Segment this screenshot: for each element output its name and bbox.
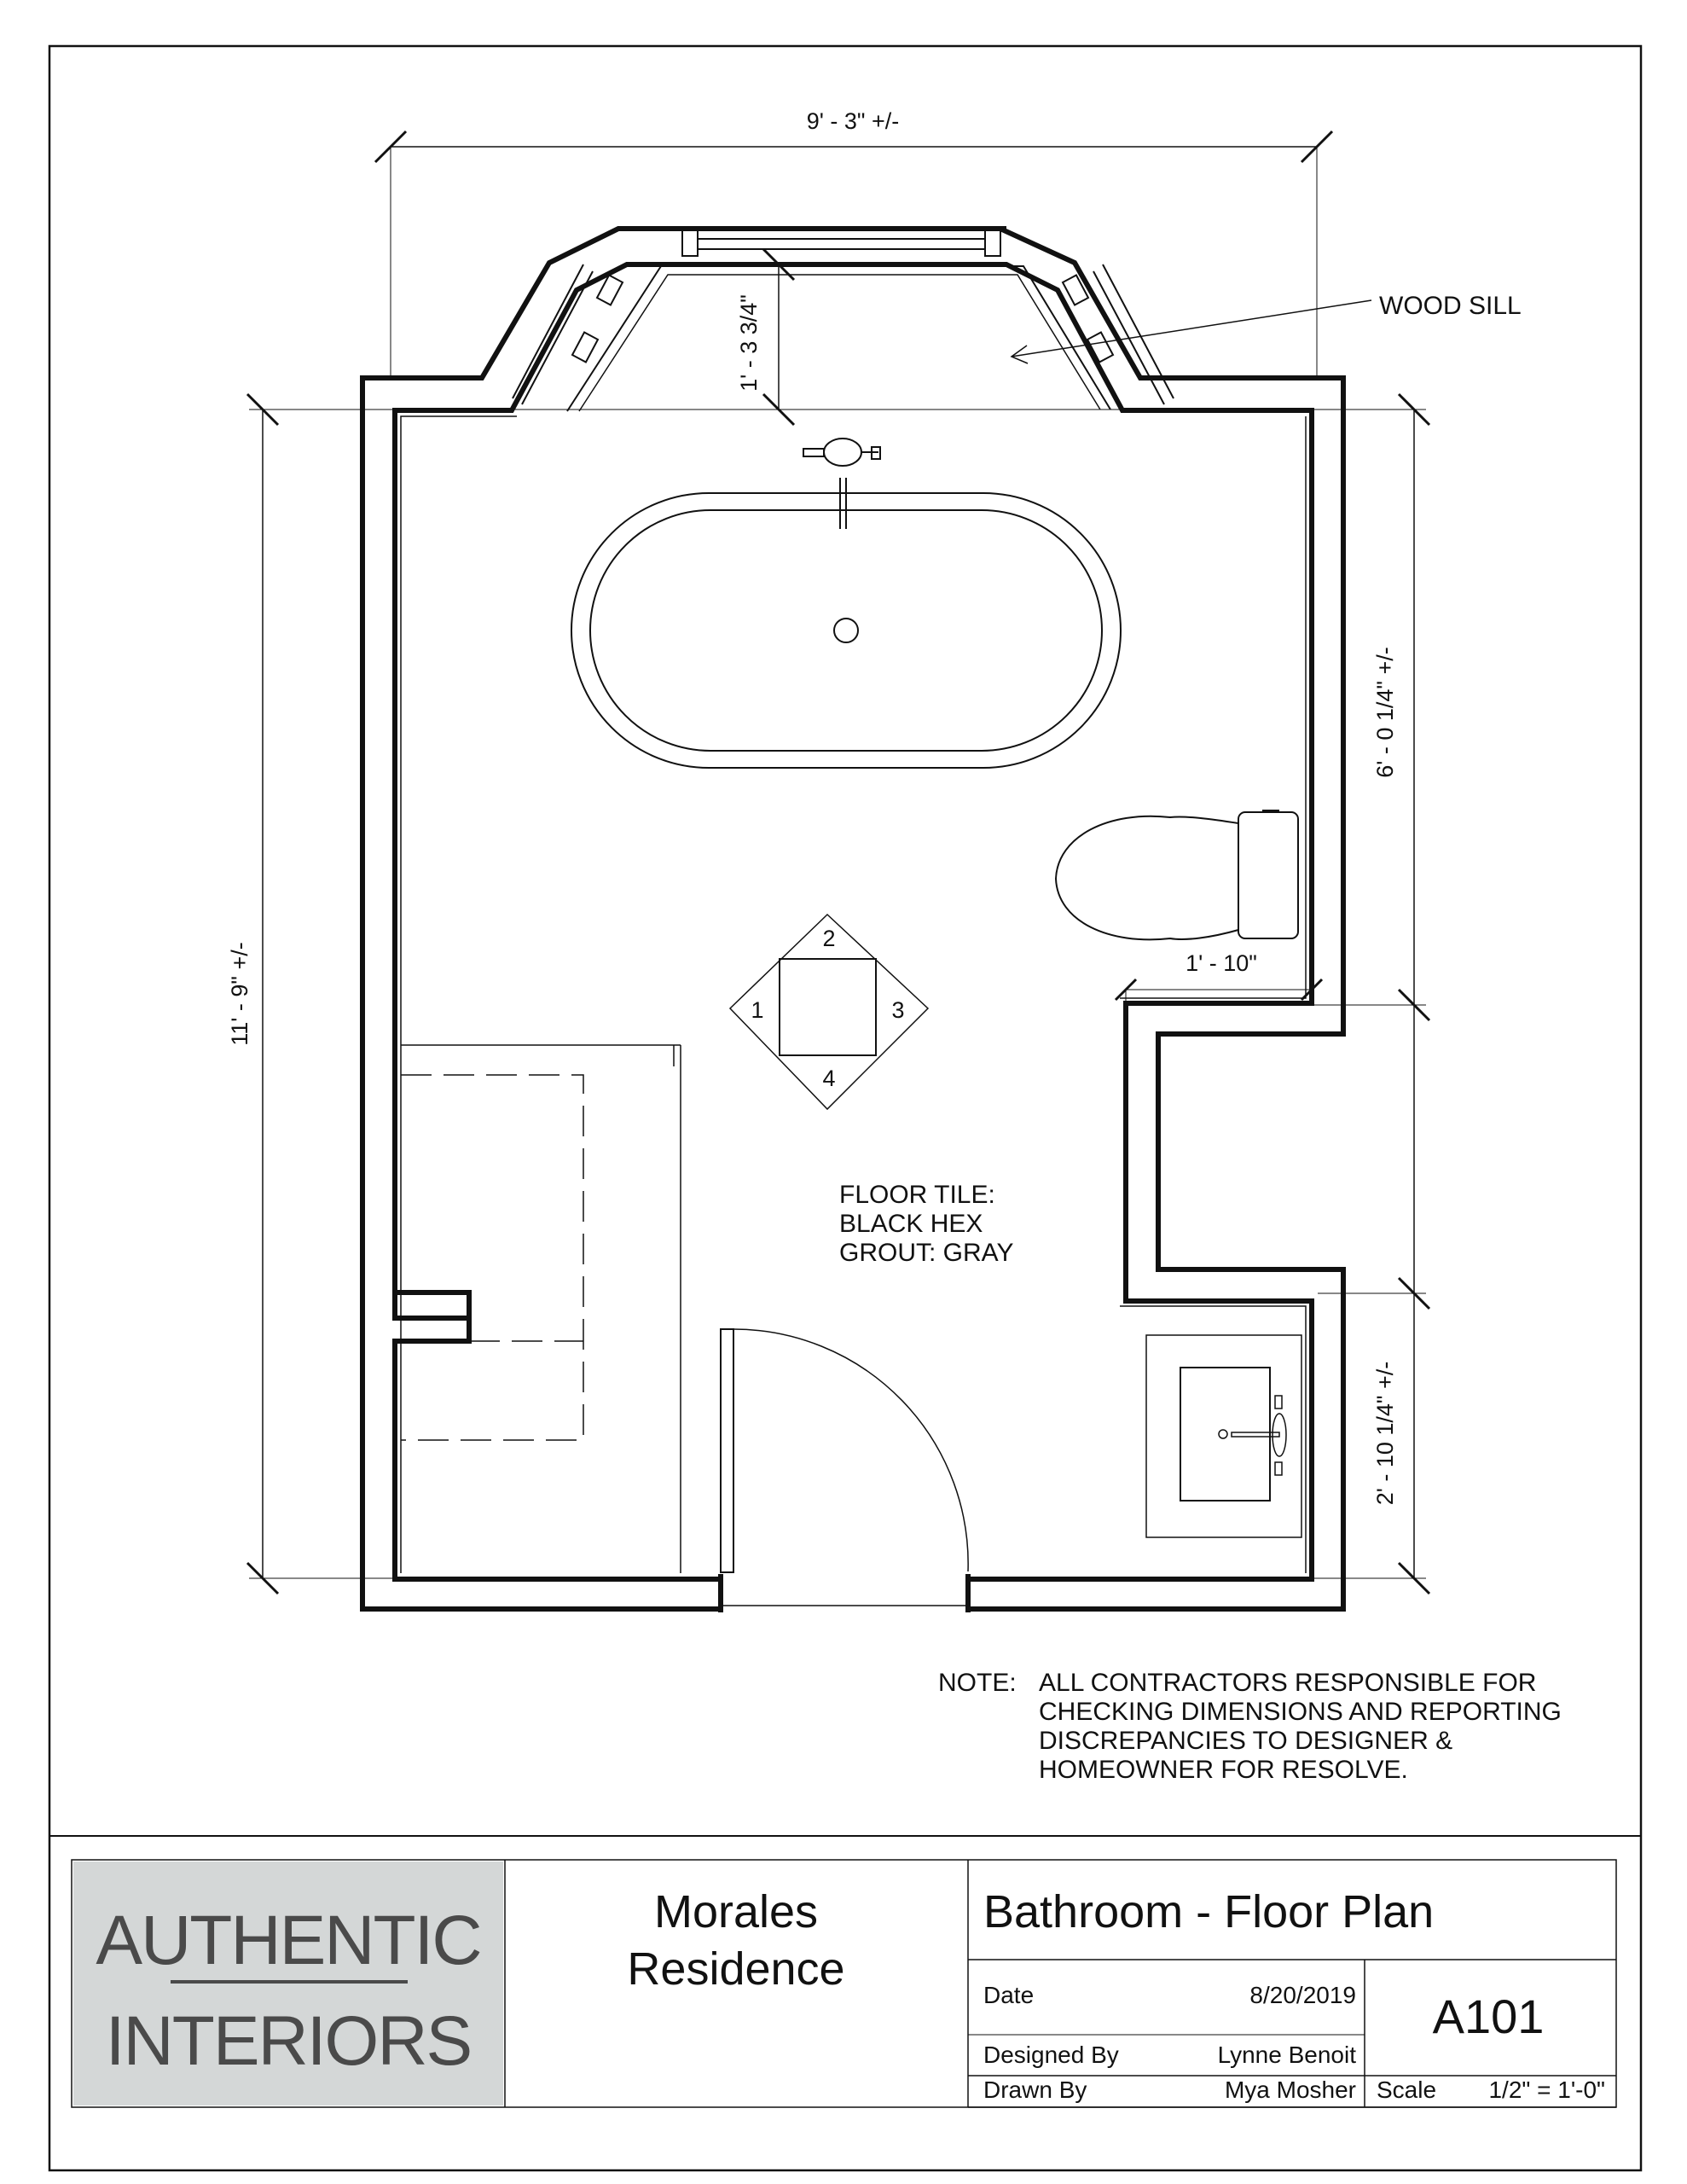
dim-lower-right: 2' - 10 1/4" +/-: [1372, 1362, 1398, 1506]
tile-label-1: 1: [751, 997, 763, 1023]
project-name-line-2: Residence: [627, 1943, 844, 1995]
toilet: [1054, 810, 1299, 941]
date-value: 8/20/2019: [1249, 1982, 1356, 2008]
toilet-tank: [1238, 811, 1299, 939]
scale-label: Scale: [1377, 2077, 1436, 2103]
bathtub: [571, 492, 1122, 769]
drawn-by-value: Mya Mosher: [1225, 2077, 1356, 2103]
tub-faucet: [803, 438, 881, 529]
dim-overall-length: 11' - 9" +/-: [227, 942, 252, 1046]
sheet-number: A101: [1433, 1989, 1545, 2043]
note-prefix: NOTE:: [938, 1669, 1017, 1697]
dimension-lines: [246, 130, 1431, 1595]
floor-tile-line-1: FLOOR TILE:: [839, 1181, 995, 1209]
door-leaf: [720, 1328, 734, 1573]
closet-niche: [395, 1290, 472, 1344]
tile-label-3: 3: [891, 997, 904, 1023]
title-block: [71, 1859, 1617, 2108]
dim-toilet-depth: 1' - 10": [1186, 950, 1257, 976]
outer-wall: [360, 226, 1346, 1612]
door: [720, 1328, 969, 1573]
sink-drain: [1218, 1429, 1228, 1439]
walls: [360, 226, 1346, 1615]
designed-by-label: Designed By: [983, 2042, 1119, 2068]
leader-wood-sill: [1011, 299, 1372, 357]
wood-sill-label: WOOD SILL: [1379, 292, 1522, 320]
sheet-border: [48, 44, 1643, 2172]
closet-cabinet: [401, 1044, 681, 1573]
dim-upper-right: 6' - 0 1/4" +/-: [1372, 647, 1398, 778]
logo-bottom: INTERIORS: [106, 2002, 471, 2080]
tub-drain: [833, 618, 859, 643]
floor-tile-line-2: BLACK HEX: [839, 1210, 983, 1238]
vanity: [1145, 1334, 1302, 1538]
wood-sill: [566, 265, 1111, 412]
designed-by-value: Lynne Benoit: [1218, 2042, 1357, 2068]
logo-top: AUTHENTIC: [96, 1902, 480, 1979]
sheet-title: Bathroom - Floor Plan: [983, 1886, 1434, 1937]
note-line-4: HOMEOWNER FOR RESOLVE.: [1039, 1756, 1408, 1784]
date-label: Date: [983, 1982, 1034, 2008]
note-line-3: DISCREPANCIES TO DESIGNER &: [1039, 1727, 1452, 1755]
note-line-1: ALL CONTRACTORS RESPONSIBLE FOR: [1039, 1669, 1536, 1697]
door-swing: [733, 1328, 969, 1572]
tile-label-2: 2: [822, 926, 835, 951]
project-name-line-1: Morales: [654, 1886, 818, 1937]
tile-label-4: 4: [822, 1066, 835, 1091]
floor-tile-line-3: GROUT: GRAY: [839, 1239, 1013, 1267]
finish-line: [400, 415, 1307, 1573]
door-opening: [721, 1574, 968, 1615]
dim-overall-width: 9' - 3" +/-: [807, 108, 900, 134]
tile-diagram: [728, 913, 930, 1111]
dim-bay-depth: 1' - 3 3/4": [736, 294, 762, 392]
note-line-2: CHECKING DIMENSIONS AND REPORTING: [1039, 1698, 1562, 1726]
scale-value: 1/2" = 1'-0": [1488, 2077, 1605, 2103]
toilet-bowl: [1054, 815, 1239, 941]
drawn-by-label: Drawn By: [983, 2077, 1087, 2103]
